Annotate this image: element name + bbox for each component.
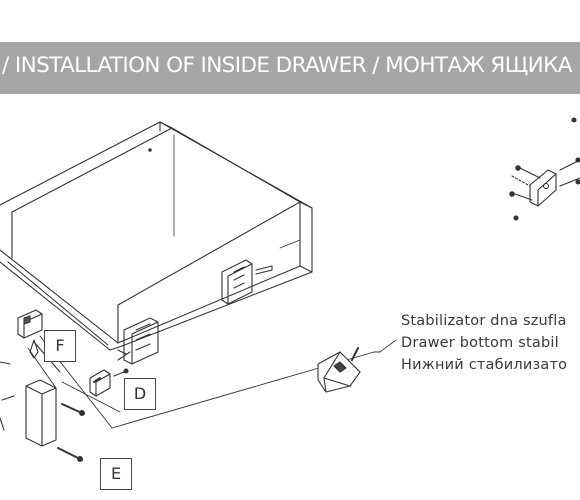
drawer-bottom-stabilizer-part xyxy=(317,347,361,393)
drawer-front-rail xyxy=(0,201,313,351)
label-d-box: D xyxy=(124,378,156,410)
label-e-box: E xyxy=(100,458,132,490)
callout-line-ru: Нижний стабилизато xyxy=(401,357,568,373)
front-panel-part-e xyxy=(0,361,57,447)
label-f-box: F xyxy=(44,330,76,362)
page-title: / INSTALLATION OF INSIDE DRAWER / МОНТАЖ… xyxy=(2,53,572,78)
label-e: E xyxy=(110,464,122,483)
side-bracket-exploded xyxy=(511,159,580,207)
drawer-right-side xyxy=(148,121,313,273)
drawer-back-panel xyxy=(0,121,173,219)
callout-line-en: Drawer bottom stabil xyxy=(401,335,559,351)
screw-part-e xyxy=(57,403,85,462)
leader-lines xyxy=(27,335,397,429)
rear-bracket xyxy=(221,259,273,305)
screw-icons xyxy=(509,117,580,221)
fitting-part-d xyxy=(89,351,131,397)
front-bracket xyxy=(117,317,159,365)
label-f: F xyxy=(55,336,65,355)
header-banner: / INSTALLATION OF INSIDE DRAWER / МОНТАЖ… xyxy=(0,42,580,94)
label-d: D xyxy=(133,384,147,403)
callout-line-pl: Stabilizator dna szufla xyxy=(401,313,567,329)
drawer-bottom-panel xyxy=(7,217,109,346)
